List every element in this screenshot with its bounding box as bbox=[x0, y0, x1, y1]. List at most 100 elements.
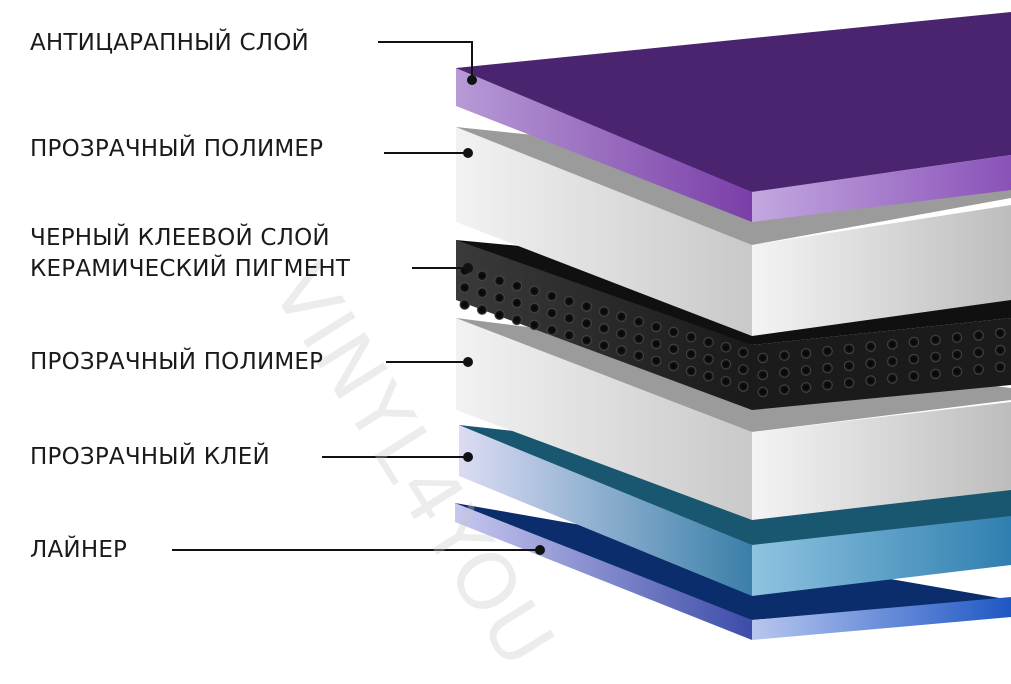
pigment-dot bbox=[459, 299, 470, 310]
pigment-dot bbox=[779, 384, 790, 395]
pigment-dot bbox=[581, 301, 592, 312]
pigment-dot bbox=[685, 331, 697, 343]
label-clear-adhesive: ПРОЗРАЧНЫЙ КЛЕЙ bbox=[30, 444, 270, 470]
pigment-dot bbox=[511, 297, 523, 309]
pigment-dot bbox=[843, 377, 855, 389]
pigment-dot bbox=[908, 336, 920, 348]
pigment-dot bbox=[800, 365, 812, 376]
pigment-dot bbox=[651, 338, 662, 350]
label-clear-polymer-1: ПРОЗРАЧНЫЙ ПОЛИМЕР bbox=[30, 136, 324, 162]
anti-scratch-top-face bbox=[456, 12, 1011, 192]
pigment-dot bbox=[995, 361, 1006, 373]
pigment-dot bbox=[685, 348, 697, 360]
pigment-dot bbox=[598, 340, 610, 351]
layer-anti-scratch bbox=[456, 12, 1011, 222]
pigment-dot bbox=[843, 343, 855, 355]
pigment-dot bbox=[995, 344, 1006, 356]
pointer-dot-anti-scratch bbox=[467, 75, 477, 85]
pigment-dot bbox=[800, 348, 812, 359]
liner-left-edge bbox=[455, 503, 752, 640]
pigment-dot bbox=[738, 381, 749, 392]
pigment-dot bbox=[973, 347, 984, 358]
pigment-dot bbox=[564, 296, 575, 307]
pigment-dot bbox=[564, 313, 575, 324]
pigment-dot bbox=[598, 323, 610, 334]
pigment-dot bbox=[633, 316, 644, 327]
pigment-dot bbox=[930, 368, 941, 380]
pigment-dot bbox=[887, 356, 898, 367]
pigment-dot bbox=[494, 309, 505, 320]
pigment-dot bbox=[951, 332, 963, 343]
pigment-dot bbox=[511, 314, 523, 326]
pigment-dot bbox=[598, 306, 610, 317]
pigment-dot bbox=[865, 375, 876, 386]
pigment-dot bbox=[546, 324, 557, 336]
pigment-dot bbox=[757, 386, 768, 398]
pigment-dot bbox=[564, 330, 575, 341]
pigment-dot bbox=[822, 345, 833, 357]
pointer-dot-clear-adhesive bbox=[463, 452, 473, 462]
ceramic-pigment-dots bbox=[459, 265, 1006, 398]
pigment-dot bbox=[511, 280, 523, 292]
pigment-dot bbox=[668, 343, 679, 355]
pigment-dot bbox=[581, 335, 592, 346]
anti-scratch-front-edge bbox=[752, 155, 1011, 222]
pigment-dot bbox=[685, 365, 697, 377]
pigment-dot bbox=[476, 287, 488, 298]
pigment-dot bbox=[494, 292, 505, 303]
pigment-dot bbox=[616, 345, 627, 356]
anti-scratch-left-edge bbox=[456, 68, 752, 222]
pigment-dot bbox=[633, 333, 644, 344]
pigment-dot bbox=[616, 328, 627, 339]
pigment-dot bbox=[476, 270, 488, 281]
pigment-dot bbox=[779, 350, 790, 361]
pigment-dot bbox=[738, 364, 749, 375]
pigment-dot bbox=[930, 334, 941, 346]
pigment-dot bbox=[703, 371, 714, 382]
pigment-dot bbox=[529, 319, 540, 331]
liner-front-edge bbox=[752, 597, 1011, 640]
pigment-dot bbox=[668, 360, 679, 372]
pigment-dot bbox=[822, 362, 833, 374]
pigment-dot bbox=[546, 307, 557, 319]
pigment-dot bbox=[779, 367, 790, 378]
pigment-dot bbox=[822, 379, 833, 391]
label-black-adhesive: ЧЕРНЫЙ КЛЕЕВОЙ СЛОЙ bbox=[30, 225, 330, 251]
clear-polymer-1-left-edge bbox=[456, 127, 752, 336]
pointer-dot-liner bbox=[535, 545, 545, 555]
pigment-dot bbox=[865, 358, 876, 369]
pointer-dot-black-adhesive bbox=[463, 263, 473, 273]
pointer-anti-scratch bbox=[378, 41, 473, 80]
pointer-dot-clear-polymer-2 bbox=[463, 357, 473, 367]
pigment-dot bbox=[616, 311, 627, 322]
label-clear-polymer-2: ПРОЗРАЧНЫЙ ПОЛИМЕР bbox=[30, 349, 324, 375]
film-layers-illustration bbox=[172, 12, 1011, 640]
pigment-dot bbox=[951, 349, 963, 360]
pigment-dot bbox=[887, 339, 898, 350]
pigment-dot bbox=[995, 327, 1006, 339]
pigment-dot bbox=[581, 318, 592, 329]
pigment-dot bbox=[757, 369, 768, 381]
clear-polymer-1-front-edge bbox=[752, 205, 1011, 336]
clear-polymer-2-left-edge bbox=[456, 318, 752, 520]
pigment-dot bbox=[908, 353, 920, 365]
pointer-dots bbox=[463, 75, 545, 555]
pigment-dot bbox=[973, 330, 984, 341]
pigment-dot bbox=[529, 302, 540, 314]
label-anti-scratch: АНТИЦАРАПНЫЙ СЛОЙ bbox=[30, 30, 309, 56]
pigment-dot bbox=[800, 382, 812, 393]
black-adhesive-front-edge bbox=[752, 318, 1011, 410]
pigment-dot bbox=[843, 360, 855, 372]
pigment-dot bbox=[459, 282, 470, 293]
pigment-dot bbox=[738, 347, 749, 358]
pigment-dot bbox=[651, 355, 662, 367]
pigment-dot bbox=[887, 373, 898, 384]
pigment-dot bbox=[703, 354, 714, 365]
label-ceramic-pigment: КЕРАМИЧЕСКИЙ ПИГМЕНТ bbox=[30, 256, 351, 282]
pigment-dot bbox=[757, 352, 768, 364]
clear-polymer-2-front-edge bbox=[752, 402, 1011, 520]
pigment-dot bbox=[633, 350, 644, 361]
clear-adhesive-left-edge bbox=[459, 425, 752, 596]
pigment-dot bbox=[720, 342, 732, 353]
pointer-lines bbox=[172, 41, 540, 551]
